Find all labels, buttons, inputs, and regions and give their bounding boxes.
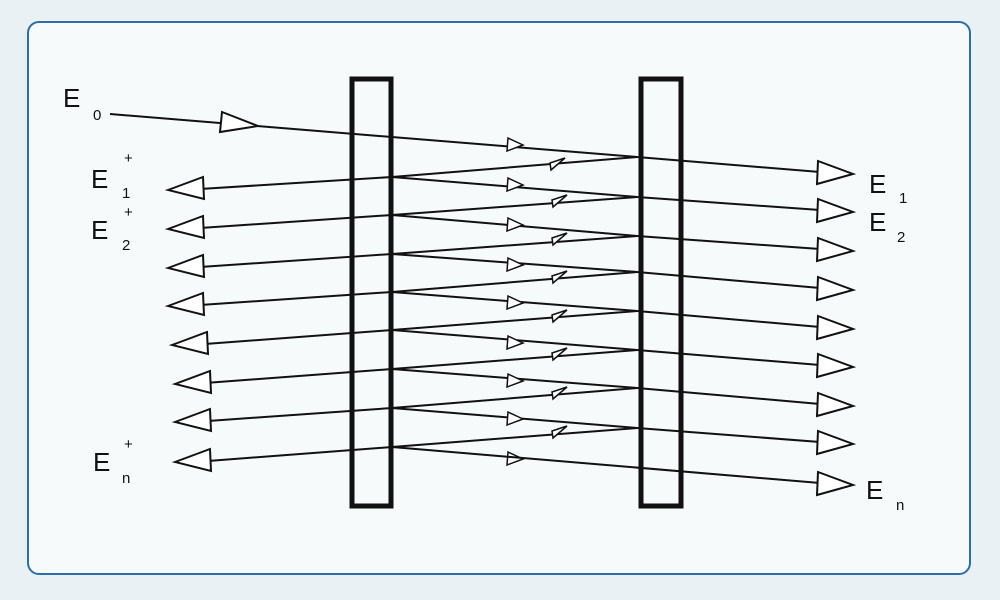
svg-text:2: 2 xyxy=(122,237,130,254)
svg-text:1: 1 xyxy=(122,185,130,202)
svg-text:+: + xyxy=(124,436,133,453)
right-plate xyxy=(638,76,684,509)
svg-text:n: n xyxy=(122,470,130,487)
svg-text:0: 0 xyxy=(93,107,101,124)
svg-text:E: E xyxy=(93,447,110,477)
incident-arrowhead xyxy=(218,110,262,134)
svg-text:2: 2 xyxy=(897,229,905,246)
internal-arrowheads xyxy=(506,157,568,467)
label-reflected-1: E + 1 xyxy=(91,150,133,202)
reflected-arrowheads xyxy=(164,175,213,473)
label-reflected-n: E + n xyxy=(93,436,133,487)
svg-text:E: E xyxy=(91,215,108,245)
transmitted-arrowheads xyxy=(815,159,857,497)
svg-text:+: + xyxy=(124,150,133,167)
transmitted-rays xyxy=(391,156,821,484)
svg-text:1: 1 xyxy=(899,190,907,207)
svg-text:n: n xyxy=(896,497,904,514)
reflected-rays xyxy=(199,176,393,462)
svg-text:+: + xyxy=(124,204,133,221)
svg-text:E: E xyxy=(866,475,883,505)
label-reflected-2: E + 2 xyxy=(91,204,133,254)
svg-text:E: E xyxy=(869,169,886,199)
label-transmitted-2: E 2 xyxy=(869,207,905,246)
svg-text:E: E xyxy=(869,207,886,237)
label-incident: E 0 xyxy=(63,83,101,124)
left-plate xyxy=(349,76,394,509)
svg-text:E: E xyxy=(91,164,108,194)
incident-ray xyxy=(109,110,638,158)
label-transmitted-n: E n xyxy=(866,475,904,514)
svg-text:E: E xyxy=(63,83,80,113)
internal-arrowhead xyxy=(506,136,525,153)
label-transmitted-1: E 1 xyxy=(869,169,907,207)
